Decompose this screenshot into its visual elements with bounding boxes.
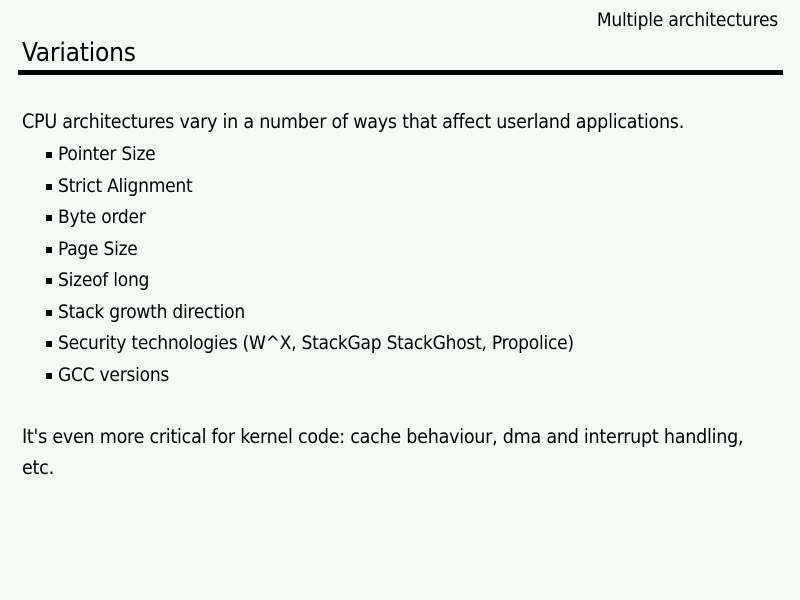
list-item: Security technologies (W^X, StackGap Sta… bbox=[22, 328, 774, 360]
list-item: GCC versions bbox=[22, 360, 774, 392]
list-item: Byte order bbox=[22, 202, 774, 234]
list-item: Page Size bbox=[22, 234, 774, 266]
title-divider bbox=[18, 70, 783, 75]
slide-content: CPU architectures vary in a number of wa… bbox=[22, 106, 774, 483]
list-item-label: GCC versions bbox=[58, 363, 170, 386]
square-bullet-icon bbox=[46, 372, 52, 379]
list-item: Pointer Size bbox=[22, 139, 774, 171]
list-item-label: Pointer Size bbox=[58, 143, 156, 165]
list-item-label: Sizeof long bbox=[58, 269, 150, 291]
list-item: Strict Alignment bbox=[22, 171, 774, 203]
square-bullet-icon bbox=[46, 246, 52, 253]
square-bullet-icon bbox=[46, 278, 52, 284]
list-item-label: Stack growth direction bbox=[58, 300, 245, 323]
square-bullet-icon bbox=[46, 309, 52, 316]
list-item-label: Strict Alignment bbox=[58, 174, 193, 197]
variations-bullet-list: Pointer Size Strict Alignment Byte order… bbox=[22, 139, 774, 391]
list-item-label: Security technologies (W^X, StackGap Sta… bbox=[58, 332, 574, 354]
list-item-label: Page Size bbox=[58, 237, 138, 260]
list-item-label: Byte order bbox=[58, 206, 146, 228]
list-item: Sizeof long bbox=[22, 265, 774, 297]
square-bullet-icon bbox=[46, 152, 52, 158]
square-bullet-icon bbox=[46, 183, 52, 190]
page-title: Variations bbox=[22, 38, 136, 68]
square-bullet-icon bbox=[46, 215, 52, 221]
lead-paragraph: CPU architectures vary in a number of wa… bbox=[22, 110, 685, 133]
closing-paragraph: It's even more critical for kernel code:… bbox=[22, 425, 744, 479]
slide-header-subtitle: Multiple architectures bbox=[596, 9, 778, 31]
square-bullet-icon bbox=[46, 341, 52, 347]
list-item: Stack growth direction bbox=[22, 297, 774, 329]
